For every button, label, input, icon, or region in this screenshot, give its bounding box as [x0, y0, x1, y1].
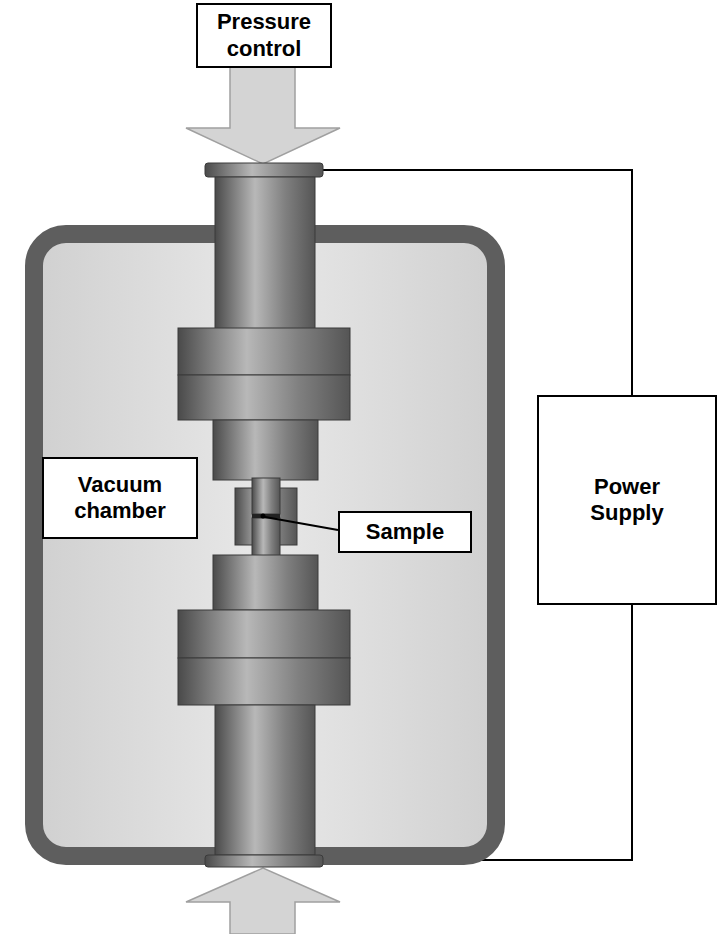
upper-spacer — [178, 328, 350, 375]
label-box: Sample — [338, 511, 472, 553]
lower-block — [213, 555, 318, 610]
pressure-arrow — [186, 868, 340, 934]
electrode-flange — [205, 855, 323, 867]
node-label: Sample — [366, 519, 444, 545]
control-box: Pressure control — [196, 3, 332, 68]
upper-block — [213, 420, 318, 480]
pressure-arrow — [186, 66, 340, 164]
lower-spacer — [178, 610, 350, 658]
upper-punch — [252, 478, 280, 514]
lower-spacer — [178, 658, 350, 705]
leader-line — [265, 517, 338, 530]
node-label: Power Supply — [577, 474, 677, 527]
node-label: Pressure control — [204, 9, 324, 62]
device-box: Power Supply — [537, 395, 717, 605]
node-label: Vacuum chamber — [50, 472, 190, 525]
lower-punch — [252, 518, 280, 556]
upper-ram — [215, 177, 315, 329]
label-box: Vacuum chamber — [42, 457, 198, 539]
electrode-flange — [205, 163, 323, 177]
upper-spacer — [178, 375, 350, 420]
lower-ram — [215, 705, 315, 855]
sample-dot — [261, 514, 266, 519]
